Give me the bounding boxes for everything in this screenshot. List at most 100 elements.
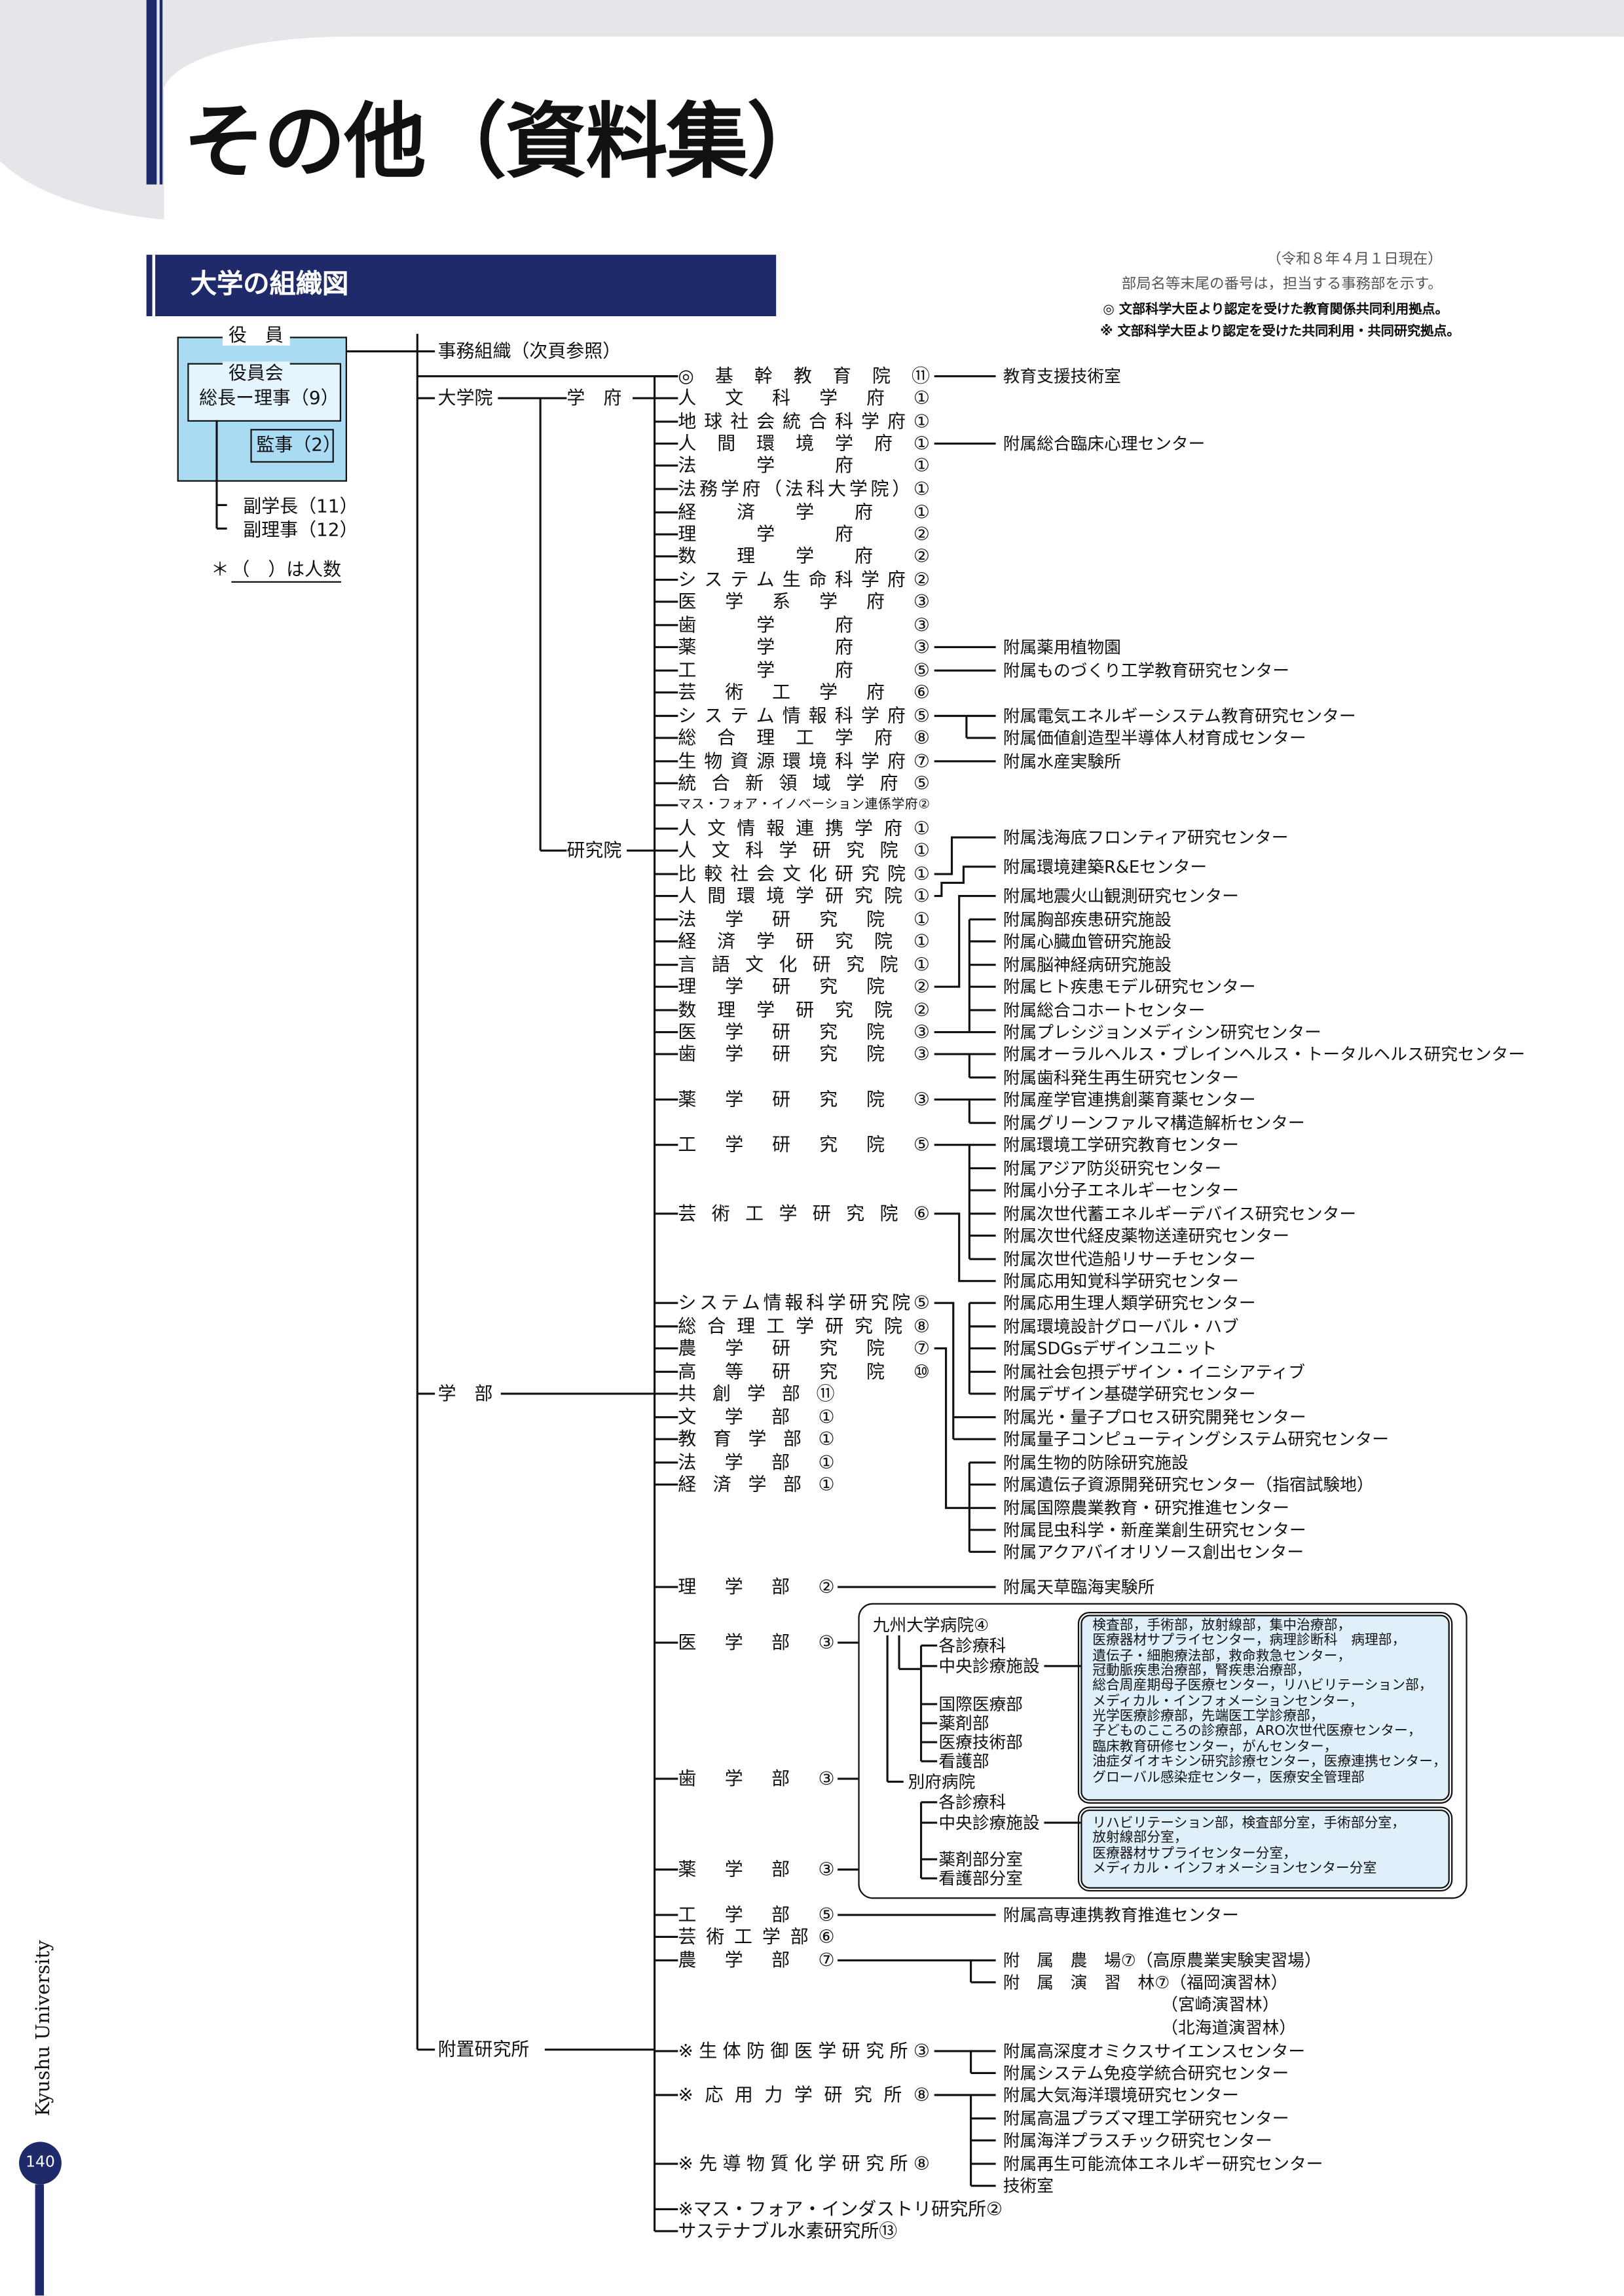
- center-item: 附属次世代造船リサーチセンター: [1003, 1248, 1256, 1269]
- center-item: 附属再生可能流体エネルギー研究センター: [1003, 2153, 1323, 2174]
- gakufu-item: 人間環境学府①: [678, 431, 930, 454]
- section-title: 大学の組織図: [190, 269, 349, 301]
- kenkyuin-item: 芸術工学研究院⑥: [678, 1201, 930, 1224]
- gakubu-item: 法学部①: [678, 1451, 835, 1473]
- kenkyuin-item: 総合理工学研究院⑧: [678, 1315, 930, 1337]
- gakufu-item: システム生命科学府②: [678, 568, 930, 591]
- center-item: 附 属 演 習 林⑦（福岡演習林）: [1003, 1972, 1288, 1993]
- beppu-central-detail-line: 医療器材サプライセンター分室，: [1092, 1846, 1297, 1862]
- center-item: 教育支援技術室: [1003, 366, 1121, 387]
- connector-line: [934, 1302, 955, 1440]
- central-facility-detail-line: 光学医療診療部，先端医工学診療部，: [1092, 1708, 1324, 1725]
- gakufu-item: 薬学府③: [678, 635, 930, 658]
- central-facility-detail-line: 冠動脈疾患治療部，腎疾患治療部，: [1092, 1663, 1310, 1680]
- kenkyuin-item: 経済学研究院①: [678, 929, 930, 952]
- hospital-unit: 薬剤部: [938, 1713, 989, 1734]
- section-header-bar: [146, 255, 777, 317]
- side-university-label: Kyushu University: [33, 1940, 55, 2117]
- center-item: 附属高深度オミクスサイエンスセンター: [1003, 2041, 1306, 2062]
- center-item: 附属地震火山観測研究センター: [1003, 885, 1239, 907]
- central-facility-detail-line: メディカル・インフォメーションセンター，: [1092, 1693, 1363, 1710]
- beppu-hospital-name: 別府病院: [908, 1771, 976, 1793]
- gakubu-item: 経済学部①: [678, 1472, 835, 1495]
- gakufu-item: 歯学府③: [678, 613, 930, 636]
- hospital-name: 九州大学病院④: [872, 1614, 989, 1635]
- central-facility-detail-line: グローバル感染症センター，医療安全管理部: [1092, 1769, 1365, 1786]
- central-facility-detail-line: 子どものこころの診療部，ARO次世代医療センター，: [1092, 1723, 1422, 1740]
- gakubu-label: 学 部: [437, 1381, 493, 1404]
- institute-item: ※マス・フォア・インダストリ研究所②: [678, 2197, 1003, 2220]
- center-item: 附属応用生理人類学研究センター: [1003, 1292, 1256, 1313]
- center-item: 附属胸部疾患研究施設: [1003, 909, 1172, 930]
- center-item: 附属環境建築R&Eセンター: [1003, 856, 1208, 877]
- footnote-headcount: （ ）は人数: [231, 558, 342, 583]
- gakubu-item: 理学部②: [678, 1575, 835, 1597]
- beppu-unit: 各診療科: [938, 1792, 1006, 1813]
- center-item: 附属次世代蓄エネルギーデバイス研究センター: [1003, 1203, 1357, 1224]
- institute-item: ※生体防御医学研究所③: [678, 2039, 930, 2062]
- center-item: 附 属 農 場⑦（高原農業実験実習場）: [1003, 1950, 1321, 1971]
- connector-line: [934, 1347, 996, 1509]
- center-item: 附属量子コンピューティングシステム研究センター: [1003, 1429, 1389, 1449]
- institutes-label: 附置研究所: [437, 2037, 530, 2060]
- kenkyuin-item: 高等研究院⑩: [678, 1360, 930, 1382]
- gakufu-item: 経済学府①: [678, 500, 930, 523]
- gakubu-item: 農学部⑦: [678, 1948, 835, 1971]
- connector-line: [934, 1212, 996, 1283]
- center-item: 附属小分子エネルギーセンター: [1003, 1180, 1239, 1201]
- gakufu-item: 工学府⑤: [678, 659, 930, 681]
- gakufu-item: 数理学府②: [678, 544, 930, 567]
- center-item: 附属歯科発生再生研究センター: [1003, 1067, 1239, 1088]
- kenkyuin-item: 人間環境学研究院①: [678, 884, 930, 907]
- kenkyuin-item: 医学研究院③: [678, 1020, 930, 1043]
- center-item: 附属次世代経皮薬物送達研究センター: [1003, 1225, 1289, 1247]
- center-item: 附属生物的防除研究施設: [1003, 1452, 1189, 1473]
- gakufu-item: 人文情報連携学府①: [678, 816, 930, 839]
- hospital-unit: 医療技術部: [938, 1732, 1023, 1753]
- page-title: その他（資料集）: [183, 94, 829, 191]
- gakubu-item: 薬学部③: [678, 1857, 835, 1880]
- institute-item: ※先導物質化学研究所⑧: [678, 2152, 930, 2174]
- note-research-hub: ※ 文部科学大臣より認定を受けた共同利用・共同研究拠点。: [1100, 325, 1460, 340]
- hospital-unit: 各診療科: [938, 1635, 1006, 1656]
- center-item: 附属国際農業教育・研究推進センター: [1003, 1497, 1289, 1518]
- center-item: 附属システム免疫学統合研究センター: [1003, 2062, 1289, 2084]
- center-item: （北海道演習林）: [1161, 2017, 1297, 2038]
- center-item: 附属デザイン基礎学研究センター: [1003, 1383, 1256, 1404]
- center-item: 附属総合臨床心理センター: [1003, 433, 1206, 454]
- center-item: 技術室: [1003, 2175, 1054, 2196]
- note-date: （令和８年４月１日現在）: [1266, 251, 1443, 268]
- gakufu-item: 総合理工学府⑧: [678, 726, 930, 748]
- gakufu-item: 地球社会統合科学府①: [678, 410, 930, 432]
- officers-label: 役 員: [222, 323, 289, 346]
- center-item: 附属総合コホートセンター: [1003, 1000, 1206, 1021]
- gakubu-item: 共創学部⑪: [678, 1381, 835, 1404]
- center-item: 附属グリーンファルマ構造解析センター: [1003, 1112, 1305, 1133]
- hospital-unit: 国際医療部: [938, 1694, 1023, 1715]
- center-item: 附属オーラルヘルス・ブレインヘルス・トータルヘルス研究センター: [1003, 1044, 1526, 1065]
- beppu-central-detail-line: 放射線部分室，: [1092, 1831, 1188, 1847]
- gakufu-item: ◎基幹教育院⑪: [678, 364, 930, 387]
- beppu-unit: 中央診療施設: [938, 1812, 1040, 1833]
- gakufu-item: 芸術工学府⑥: [678, 680, 930, 703]
- note-education-hub: ◎ 文部科学大臣より認定を受けた教育関係共同利用拠点。: [1103, 302, 1449, 318]
- center-item: 附属昆虫科学・新産業創生研究センター: [1003, 1520, 1306, 1540]
- note-numbering: 部局名等末尾の番号は，担当する事務部を示す。: [1121, 276, 1443, 293]
- connector-line: [934, 866, 996, 898]
- gakufu-label: 学 府: [566, 386, 622, 409]
- center-item: 附属電気エネルギーシステム教育研究センター: [1003, 705, 1356, 727]
- center-item: （宮崎演習林）: [1161, 1994, 1280, 2015]
- hospital-unit: 中央診療施設: [938, 1656, 1040, 1677]
- beppu-central-detail-line: リハビリテーション部，検査部分室，手術部分室，: [1092, 1815, 1405, 1832]
- kenkyuin-item: 比較社会文化研究院①: [678, 862, 930, 884]
- vice-presidents: 副学長（11）: [243, 494, 358, 517]
- center-item: 附属薬用植物園: [1003, 636, 1121, 658]
- gakufu-item: 理学府②: [678, 522, 930, 545]
- center-item: 附属高専連携教育推進センター: [1003, 1904, 1239, 1925]
- kenkyuin-item: 歯学研究院③: [678, 1042, 930, 1065]
- vice-directors: 副理事（12）: [243, 518, 358, 541]
- gakubu-item: 芸術工学部⑥: [678, 1925, 835, 1948]
- president-directors: 総長ー理事（9）: [199, 386, 339, 409]
